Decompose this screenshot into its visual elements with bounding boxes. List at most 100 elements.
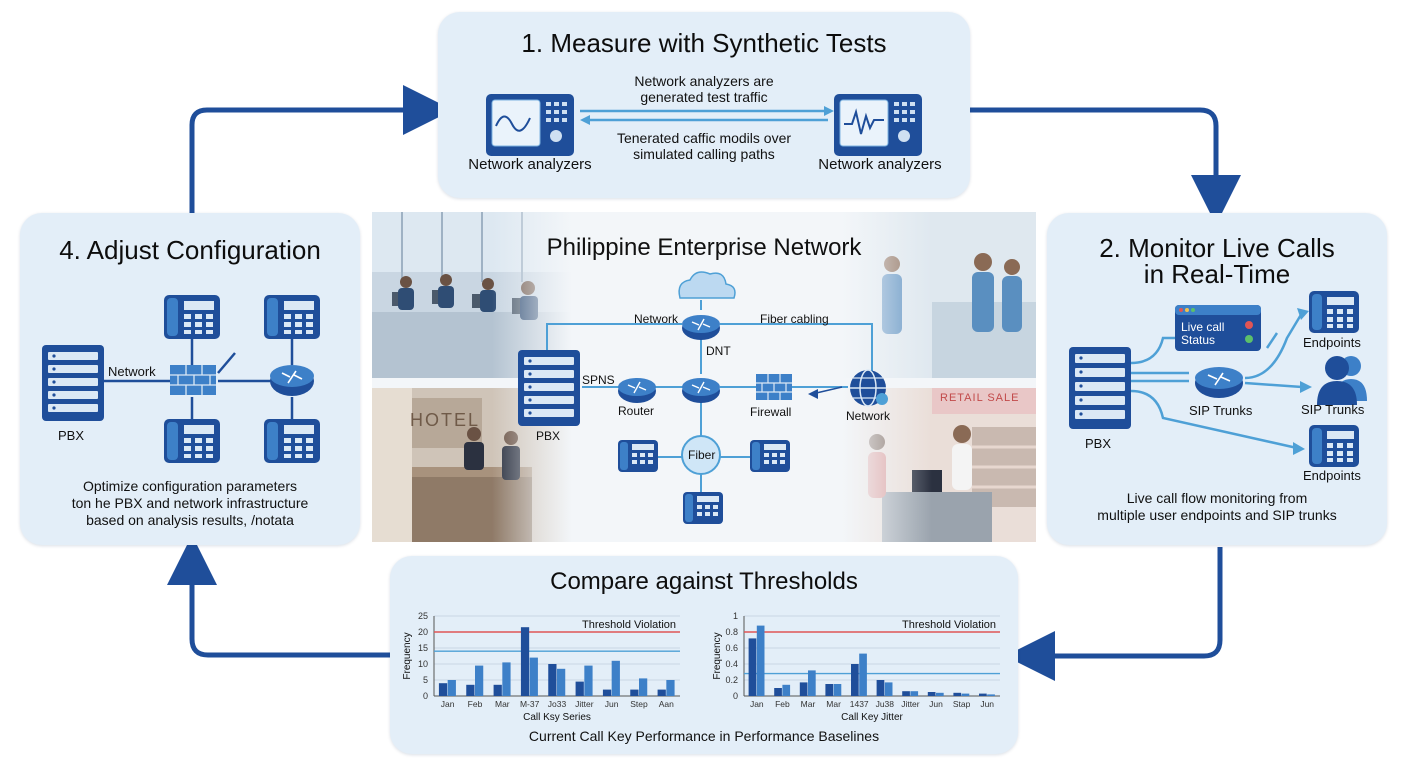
x-tick-label: Jun <box>980 699 994 709</box>
bar-series-1 <box>927 692 936 696</box>
y-tick-label: 0.6 <box>725 643 738 653</box>
bar-series-1 <box>953 692 962 696</box>
x-tick-label: Jun <box>605 699 619 709</box>
x-tick-label: 1437 <box>850 699 869 709</box>
center-phone-icon-bottom <box>683 492 723 524</box>
fiber-hub-icon <box>681 435 721 475</box>
panel-step1-measure: 1. Measure with Synthetic Tests <box>438 12 970 198</box>
bar-series-1 <box>748 638 757 696</box>
x-tick-label: Mar <box>495 699 510 709</box>
arrow-step1-to-step2 <box>970 107 1241 225</box>
step1-title: 1. Measure with Synthetic Tests <box>521 28 887 58</box>
step1-diagram <box>486 94 922 156</box>
analyzer-left-label: Network analyzers <box>468 156 592 173</box>
step1-caption-top-2: generated test traffic <box>640 89 768 105</box>
bar-series-2 <box>557 668 566 696</box>
analyzer-right-label: Network analyzers <box>818 156 942 173</box>
panel-step4-adjust: 4. Adjust Configuration <box>20 213 360 545</box>
x-tick-label: Jitter <box>901 699 920 709</box>
y-tick-label: 20 <box>418 627 428 637</box>
globe-icon <box>850 369 888 407</box>
bar-series-1 <box>602 689 612 696</box>
x-tick-label: Jan <box>441 699 455 709</box>
bar-series-2 <box>961 693 970 696</box>
users-group-icon <box>1317 356 1367 405</box>
globe-network-label: Network <box>846 409 891 423</box>
router-label: Router <box>618 404 655 418</box>
center-title: Philippine Enterprise Network <box>546 234 862 261</box>
x-tick-label: Jan <box>750 699 764 709</box>
x-axis-label: Call Key Jitter <box>841 712 903 723</box>
step4-pbx-label: PBX <box>58 428 85 443</box>
y-tick-label: 10 <box>418 659 428 669</box>
step2-title-2: in Real-Time <box>1143 259 1291 289</box>
step3-title: Compare against Thresholds <box>550 568 858 595</box>
bar-series-1 <box>575 681 584 696</box>
step4-description-1: Optimize configuration parameters <box>83 478 297 494</box>
bar-series-1 <box>493 684 502 696</box>
bar-series-2 <box>756 625 765 696</box>
x-tick-label: Jo33 <box>548 699 567 709</box>
router-icon <box>618 378 656 403</box>
center-phone-icon-left <box>618 440 658 472</box>
live-call-status-line-2: Status <box>1181 333 1216 347</box>
arrow-step4-to-step1 <box>189 85 453 213</box>
bar-series-1 <box>548 664 557 696</box>
bar-series-1 <box>799 682 808 696</box>
bar-series-2 <box>808 670 816 696</box>
retail-sign: RETAIL SALE <box>940 392 1020 404</box>
live-call-status-window-icon <box>1175 305 1261 351</box>
spns-label: SPNS <box>582 373 615 387</box>
analyzer-right-icon <box>834 94 922 156</box>
threshold-violation-annotation: Threshold Violation <box>902 619 996 631</box>
retail-photo-illustration <box>842 388 1036 542</box>
bar-series-2 <box>833 684 842 696</box>
bar-series-1 <box>657 689 666 696</box>
cloud-icon <box>678 271 736 299</box>
y-tick-label: 0 <box>423 691 428 701</box>
bar-series-1 <box>466 684 475 696</box>
bar-series-2 <box>936 692 944 696</box>
bar-series-1 <box>774 688 782 696</box>
y-tick-label: 25 <box>418 611 428 621</box>
step3-caption: Current Call Key Performance in Performa… <box>528 728 880 744</box>
core-router-icon <box>682 378 720 403</box>
x-tick-label: Mar <box>801 699 816 709</box>
bar-series-1 <box>438 683 448 696</box>
router-icon <box>270 365 314 396</box>
bar-series-1 <box>825 684 834 696</box>
y-tick-label: 0.4 <box>725 659 738 669</box>
x-tick-label: Aan <box>659 699 674 709</box>
y-tick-label: 15 <box>418 643 428 653</box>
step2-pbx-icon <box>1069 347 1131 429</box>
pbx-server-icon <box>42 345 104 421</box>
y-axis-label: Frequency <box>402 632 413 679</box>
hospital-photo-illustration <box>842 212 1036 378</box>
y-tick-label: 1 <box>733 611 738 621</box>
arrow-step3-to-step4 <box>167 535 390 658</box>
x-tick-label: Stap <box>953 699 971 709</box>
bar-series-1 <box>902 691 910 696</box>
bar-series-2 <box>584 665 593 696</box>
bar-series-2 <box>884 682 893 696</box>
endpoint-phone-icon-bottom <box>1309 425 1359 467</box>
firewall-label: Firewall <box>750 405 792 419</box>
step2-pbx-label: PBX <box>1085 436 1112 451</box>
fiber-label: Fiber <box>688 448 716 462</box>
step1-caption-top-1: Network analyzers are <box>634 73 774 89</box>
live-call-status-line-1: Live call <box>1181 320 1225 334</box>
bar-series-2 <box>910 691 919 696</box>
phone-icon-bottom-right <box>264 419 320 463</box>
x-tick-label: Step <box>630 699 648 709</box>
bar-series-2 <box>475 665 484 696</box>
center-network-panel: Philippine Enterprise Network Network Fi… <box>372 212 1036 542</box>
step2-router-icon <box>1195 367 1243 398</box>
bar-series-2 <box>782 684 791 696</box>
y-tick-label: 0.8 <box>725 627 738 637</box>
bar-series-2 <box>859 653 867 696</box>
bar-series-2 <box>502 662 511 696</box>
step4-description-2: ton he PBX and network infrastructure <box>71 495 309 511</box>
step2-sip-trunks-right-label: SIP Trunks <box>1301 402 1365 417</box>
